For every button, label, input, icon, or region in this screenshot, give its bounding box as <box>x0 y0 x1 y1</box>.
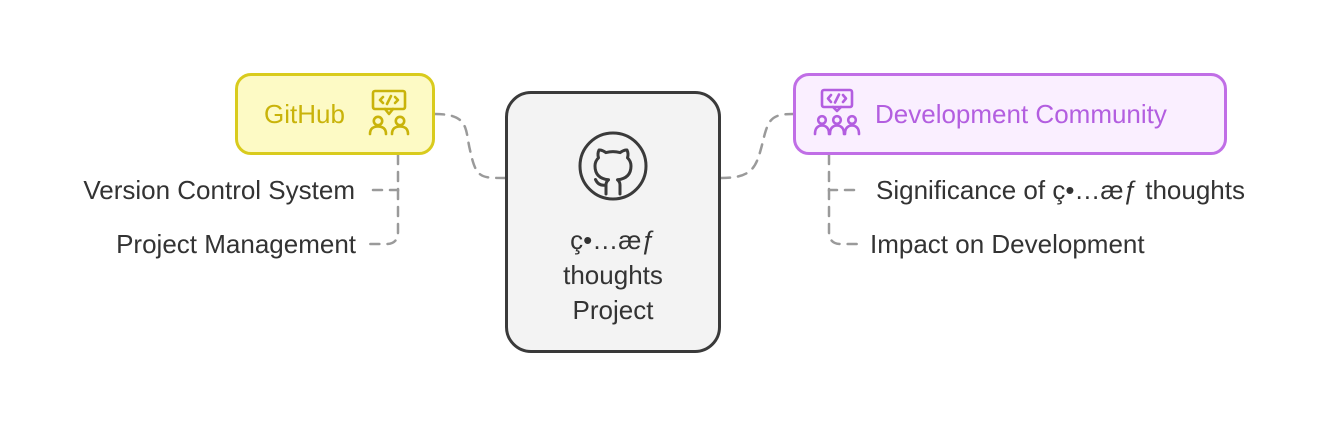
connector-community-significance <box>827 153 858 192</box>
connector-github-center <box>433 112 507 180</box>
leaf-project-management[interactable]: Project Management <box>116 229 356 259</box>
connector-community-impact <box>827 188 859 246</box>
leaf-version-control-system[interactable]: Version Control System <box>83 175 355 205</box>
connector-center-community <box>719 112 795 180</box>
community-label: Development Community <box>875 98 1167 129</box>
github-node[interactable]: GitHub <box>235 73 435 155</box>
github-label: GitHub <box>264 98 345 129</box>
center-label-line3: Project <box>572 295 654 325</box>
github-icon <box>577 130 649 207</box>
connector-github-pm <box>368 188 400 246</box>
developer-group-icon <box>813 88 861 141</box>
center-node[interactable]: ç•…æƒ thoughts Project <box>505 91 721 353</box>
center-label: ç•…æƒ thoughts Project <box>563 223 663 328</box>
center-label-line1: ç•…æƒ <box>570 225 656 255</box>
leaf-significance[interactable]: Significance of ç•…æƒ thoughts <box>876 175 1245 205</box>
connector-github-vcs <box>370 153 400 192</box>
center-label-line2: thoughts <box>563 260 663 290</box>
developer-community-icon <box>365 88 413 141</box>
community-node[interactable]: Development Community <box>793 73 1227 155</box>
leaf-impact-on-development[interactable]: Impact on Development <box>870 229 1145 259</box>
